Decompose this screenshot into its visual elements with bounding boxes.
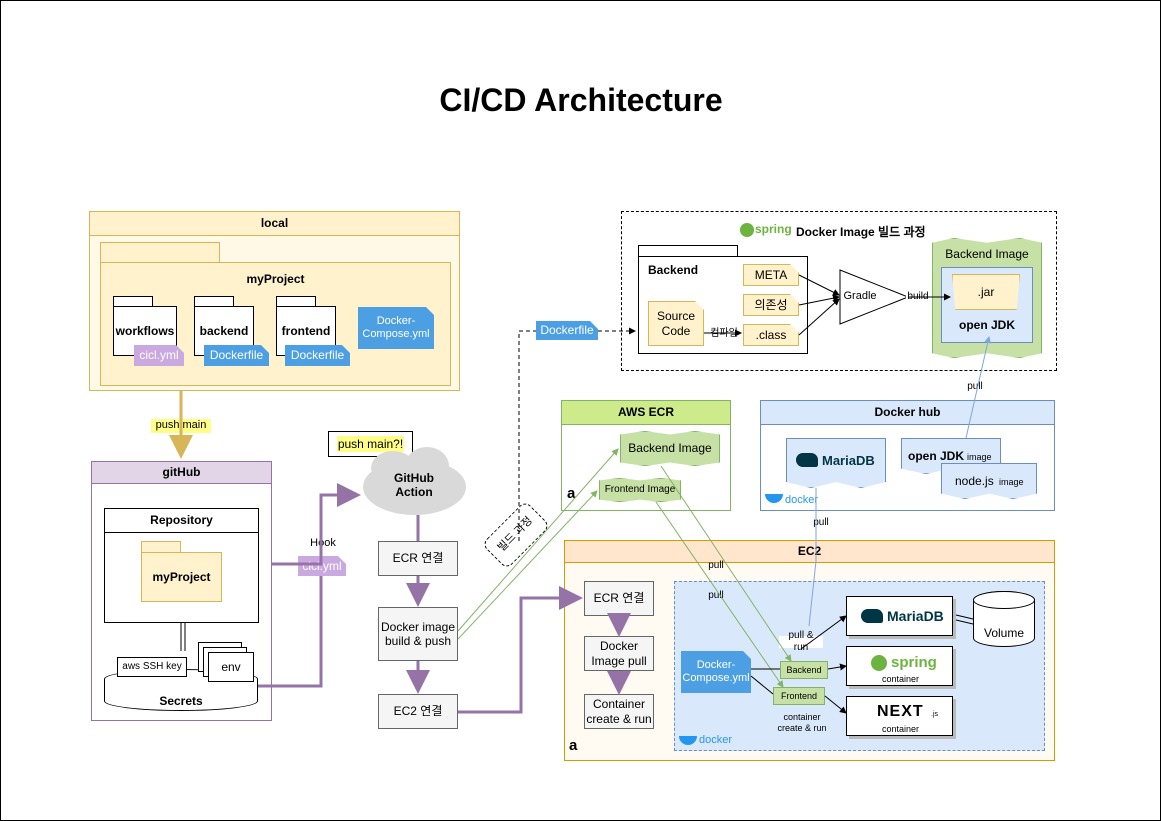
hub-node-image <box>941 463 1037 499</box>
meta-note: META <box>743 264 799 286</box>
hook-file: cicl.yml <box>298 556 346 576</box>
hub-node-label: node.js <box>955 474 994 488</box>
pull-hub-jdk-label: pull <box>963 381 987 393</box>
ec2-docker-whale-icon <box>679 736 697 745</box>
volume-label: Volume <box>983 625 1025 640</box>
jar-file: .jar <box>952 274 1020 310</box>
local-header: local <box>90 212 459 236</box>
mariadb-container: MariaDB <box>846 596 953 636</box>
spring-backend-label: Backend <box>648 263 699 277</box>
docker-build-step: Docker image build & push <box>378 607 458 661</box>
hook-label: Hook <box>303 537 343 551</box>
class-note: .class <box>743 324 799 346</box>
pull-hub-ec2-label: pull <box>809 517 833 529</box>
ec2-backend-tag: Backend <box>780 661 828 679</box>
hub-mariadb-icon <box>796 453 818 467</box>
next-logo: NEXT <box>877 703 924 720</box>
spring-logo-text: spring <box>755 222 792 236</box>
amazon-logo-icon: a <box>567 485 576 502</box>
pull-ecr-label-2: pull <box>708 590 724 601</box>
github-action-label: GitHub Action <box>394 470 434 499</box>
workflows-tab <box>113 296 153 308</box>
ecr-frontend-image: Frontend Image <box>599 478 681 502</box>
page-title: CI/CD Architecture <box>439 81 723 118</box>
ec2-compose-file: Docker- Compose.yml <box>681 651 751 693</box>
gradle-label: Gradle <box>843 290 877 303</box>
ec2-header: EC2 <box>565 541 1054 563</box>
spring-container-label: container <box>881 673 920 684</box>
ssh-key-note: aws SSH key <box>117 657 187 677</box>
hub-jdk-suffix: image <box>967 452 992 462</box>
compile-label: 컴파일 <box>708 328 740 340</box>
source-code-note: Source Code <box>648 301 704 346</box>
env-note: env <box>208 652 254 682</box>
myproject-folder-label: myProject <box>246 271 305 286</box>
repo-folder-tab <box>141 541 181 553</box>
hub-mariadb-label: MariaDB <box>822 453 875 468</box>
deps-note: 의존성 <box>743 294 799 316</box>
repo-myproject-folder: myProject <box>141 552 222 602</box>
dockerfile-tag: Dockerfile <box>536 321 598 340</box>
next-logo-suffix: .js <box>931 711 938 718</box>
backend-tab <box>194 296 234 308</box>
cicd-file: cicl.yml <box>134 345 184 366</box>
build-process-tag: 빌드 과정 <box>481 500 551 570</box>
hub-docker-logo-text: docker <box>785 494 819 506</box>
spring-container-logo: spring <box>891 654 937 671</box>
docker-hub-header: Docker hub <box>761 401 1054 425</box>
cloud-puff-2 <box>405 447 449 485</box>
hub-node-suffix: image <box>999 477 1024 487</box>
docker-compose-file: Docker- Compose.yml <box>358 307 434 349</box>
mariadb-seal-icon <box>861 609 883 623</box>
gradle-triangle <box>839 269 909 325</box>
ec2-container-create: Container create & run <box>584 694 654 729</box>
repository-label: Repository <box>105 509 258 533</box>
hub-jdk-label: open JDK <box>908 449 965 463</box>
spring-container: spring container <box>846 646 953 686</box>
frontend-tab <box>276 296 316 308</box>
ec2-connect-step: EC2 연결 <box>378 694 458 729</box>
ec2-image-pull: Docker Image pull <box>584 636 654 671</box>
mariadb-container-label: MariaDB <box>887 608 944 624</box>
frontend-dockerfile: Dockerfile <box>285 345 350 366</box>
ec2-frontend-tag: Frontend <box>773 687 825 705</box>
next-container-label: container <box>881 723 920 734</box>
spring-container-icon <box>871 655 887 671</box>
github-header: gitHub <box>92 462 271 484</box>
ec2-ecr-connect: ECR 연결 <box>584 581 654 616</box>
backend-image-title: Backend Image <box>945 246 1029 261</box>
ec2-amazon-logo-icon: a <box>569 737 578 754</box>
callout-text: push main?! <box>337 436 404 452</box>
open-jdk-label: open JDK <box>958 317 1015 332</box>
next-container: NEXT .js container <box>846 696 953 736</box>
ecr-backend-image: Backend Image <box>620 431 720 466</box>
spring-build-title: Docker Image 빌드 과정 <box>796 225 926 239</box>
pull-ecr-label-1: pull <box>708 560 724 571</box>
spring-logo-icon <box>740 223 754 237</box>
ec2-docker-logo-text: docker <box>699 734 733 746</box>
backend-folder-tab <box>638 245 738 257</box>
ecr-connect-step: ECR 연결 <box>378 541 458 576</box>
aws-ecr-header: AWS ECR <box>562 401 730 425</box>
folder-tab <box>100 242 220 262</box>
ec2-container-create-label: container create & run <box>777 712 827 733</box>
backend-dockerfile: Dockerfile <box>204 345 269 366</box>
pull-run-label: pull & run <box>779 630 823 653</box>
build-label: build <box>906 291 930 303</box>
volume-cylinder-top <box>973 591 1035 609</box>
secrets-label: Secrets <box>159 693 203 708</box>
push-main-label: push main <box>151 419 211 433</box>
